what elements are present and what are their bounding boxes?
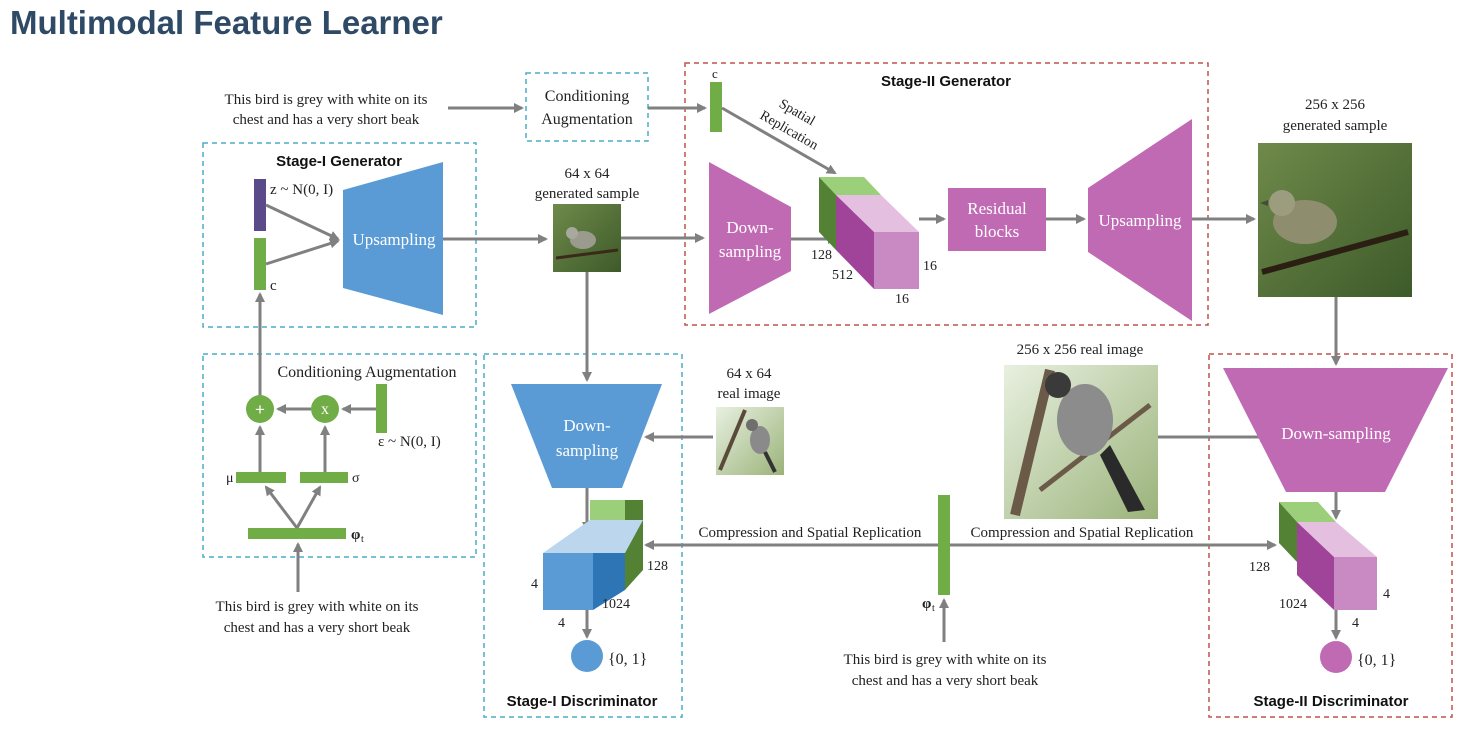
stage2-d-dim-4b: 4: [1352, 616, 1359, 631]
stage2-disc-feature-cube: [1279, 502, 1377, 610]
stage2-discriminator-box: [1208, 353, 1453, 718]
conditioning-augmentation-box: [202, 353, 477, 558]
arrow-c-to-cube: [721, 106, 837, 175]
epsilon-label: ε ~ N(0, I): [378, 434, 441, 450]
stage1-d-downsampling-line1: Down-: [563, 416, 611, 435]
real64-label-line2: real image: [718, 386, 781, 402]
real64-bird-photo-icon: [716, 407, 784, 475]
bottom-center-caption-line1: This bird is grey with white on its: [844, 652, 1047, 668]
stage2-downsampling-block: [709, 162, 791, 314]
bottom-left-caption-line2: chest and has a very short beak: [224, 620, 411, 636]
ca-top-box: [525, 72, 649, 142]
phi-center-sub: t: [932, 603, 935, 614]
arrow-z-to-up: [265, 203, 340, 241]
stage1-output-label: {0, 1}: [608, 651, 647, 668]
stage2-dim-128: 128: [811, 248, 832, 263]
plus-symbol: +: [255, 400, 265, 419]
stage2-upsampling-block: [1088, 119, 1192, 321]
stage1-upsampling-label: Upsampling: [352, 230, 436, 249]
stage2-downsampling-line2: sampling: [719, 242, 782, 261]
arrow-phi-to-sigma: [295, 485, 322, 529]
arrow-c-to-up: [265, 238, 340, 266]
sample64-label-line2: generated sample: [535, 186, 640, 202]
bottom-center-caption-line2: chest and has a very short beak: [852, 673, 1039, 689]
sigma-bar: [300, 472, 348, 483]
sample64-label-line1: 64 x 64: [565, 166, 611, 182]
phi-center-label: φ: [922, 596, 931, 612]
sample64-bird-photo-icon: [553, 204, 621, 272]
stage2-output-label: {0, 1}: [1357, 652, 1396, 669]
stage2-d-dim-4a: 4: [1383, 587, 1390, 602]
plus-node: [246, 395, 274, 423]
stage1-dim-128: 128: [647, 559, 668, 574]
phi-bar: [248, 528, 346, 539]
stage2-generator-title: Stage-II Generator: [881, 73, 1011, 90]
stage1-discriminator-box: [483, 353, 683, 718]
mu-bar: [236, 472, 286, 483]
page-title: Multimodal Feature Learner: [10, 4, 443, 41]
residual-blocks: [948, 188, 1046, 251]
stage1-generator-box: [202, 142, 477, 328]
bottom-left-caption-line1: This bird is grey with white on its: [216, 599, 419, 615]
stage2-dim-512: 512: [832, 268, 853, 283]
epsilon-bar: [376, 384, 387, 433]
stage2-generator-box: [684, 62, 1209, 326]
real256-bird-photo-icon: [1004, 365, 1158, 519]
real64-label-line1: 64 x 64: [727, 366, 773, 382]
c-label-stage2: c: [712, 66, 718, 81]
stage1-feature-cube: [543, 500, 643, 610]
phi-center-bar: [938, 495, 950, 595]
phi-subscript: t: [361, 534, 364, 545]
stage1-discriminator-title: Stage-I Discriminator: [507, 693, 658, 710]
sample256-label-line1: 256 x 256: [1305, 97, 1366, 113]
top-caption-line1: This bird is grey with white on its: [225, 92, 428, 108]
stage1-dim-4b: 4: [558, 616, 565, 631]
compression-label-right: Compression and Spatial Replication: [971, 525, 1194, 541]
stage1-dim-4a: 4: [531, 577, 538, 592]
stage2-output-node: [1320, 641, 1352, 673]
phi-label: φ: [351, 527, 360, 543]
real256-label: 256 x 256 real image: [1017, 342, 1144, 358]
stage1-dim-1024: 1024: [602, 597, 630, 612]
stage1-d-downsampling-line2: sampling: [556, 441, 619, 460]
c-bar-stage1: [254, 238, 266, 290]
stage2-feature-cube: [819, 177, 919, 289]
times-symbol: x: [321, 401, 329, 418]
stage1-downsampling-block: [511, 384, 662, 488]
stage2-downsampling-line1: Down-: [726, 218, 774, 237]
ca-top-label-line1: Conditioning: [545, 88, 629, 105]
residual-label-line1: Residual: [967, 199, 1027, 218]
stage2-d-dim-128: 128: [1249, 560, 1270, 575]
z-label: z ~ N(0, I): [270, 182, 333, 198]
stage2-dim-16a: 16: [923, 259, 937, 274]
stage1-output-node: [571, 640, 603, 672]
sample256-bird-photo-icon: [1258, 143, 1412, 297]
residual-label-line2: blocks: [975, 222, 1019, 241]
sample256-label-line2: generated sample: [1283, 118, 1388, 134]
stage2-dim-16b: 16: [895, 292, 909, 307]
ca-block-title: Conditioning Augmentation: [277, 364, 456, 381]
z-noise-bar: [254, 179, 266, 231]
top-caption-line2: chest and has a very short beak: [233, 112, 420, 128]
c-bar-stage2: [710, 82, 722, 132]
compression-label-left: Compression and Spatial Replication: [699, 525, 922, 541]
stage2-upsampling-label: Upsampling: [1098, 211, 1182, 230]
c-label-stage1: c: [270, 278, 277, 294]
stage2-d-downsampling-label: Down-sampling: [1281, 424, 1391, 443]
arrow-phi-to-mu: [264, 485, 299, 529]
ca-top-label-line2: Augmentation: [541, 111, 633, 128]
stage2-discriminator-title: Stage-II Discriminator: [1253, 693, 1408, 710]
stage1-upsampling-block: [343, 162, 443, 315]
times-node: [311, 395, 339, 423]
stage2-downsampling-d-block: [1223, 368, 1448, 492]
sigma-label: σ: [352, 471, 360, 486]
mu-label: μ: [226, 471, 234, 486]
stage2-d-dim-1024: 1024: [1279, 597, 1307, 612]
stage1-generator-title: Stage-I Generator: [276, 153, 402, 170]
